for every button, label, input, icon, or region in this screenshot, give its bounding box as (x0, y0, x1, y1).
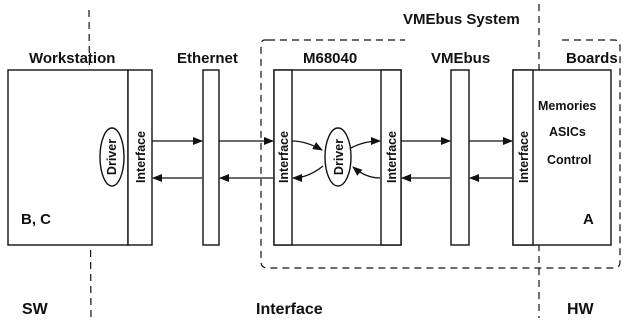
workstation-interface-bar (127, 69, 153, 246)
m68040-interface-bar-right (380, 69, 402, 246)
vmebus-header: VMEbus (431, 50, 490, 67)
boards-interface-bar (512, 69, 534, 246)
boards-item-control: Control (547, 153, 591, 167)
workstation-driver-label: Driver (105, 139, 119, 175)
m68040-header: M68040 (303, 50, 357, 67)
ethernet-bar (202, 69, 220, 246)
footer-sw: SW (22, 301, 49, 318)
boards-interface-label: Interface (517, 131, 531, 183)
boards-item-asics: ASICs (549, 125, 586, 139)
ethernet-header: Ethernet (177, 50, 238, 67)
vme-system-title: VMEbus System (403, 11, 520, 28)
arrow-m68040-internal-in (291, 140, 323, 151)
vme-system-region (260, 39, 621, 269)
m68040-interface-label-right: Interface (385, 131, 399, 183)
footer-interface: Interface (256, 301, 323, 318)
m68040-driver-label: Driver (332, 139, 346, 175)
boards-item-memories: Memories (538, 99, 596, 113)
arrow-m68040-internal-back-out (292, 165, 324, 182)
m68040-interface-label-left: Interface (277, 131, 291, 183)
sw-divider-line (88, 9, 92, 319)
workstation-tag: B, C (21, 211, 51, 228)
workstation-driver-ellipse (99, 127, 125, 187)
boards-tag: A (583, 211, 594, 228)
arrow-m68040-internal-back-in (352, 166, 381, 179)
footer-hw: HW (567, 301, 595, 318)
arrow-m68040-internal-out (350, 137, 381, 149)
m68040-driver-ellipse (324, 127, 352, 187)
workstation-interface-label: Interface (134, 131, 148, 183)
vmebus-bar (450, 69, 470, 246)
boards-header: Boards (566, 50, 618, 67)
m68040-interface-bar-left (273, 69, 293, 246)
workstation-header: Workstation (29, 50, 115, 67)
